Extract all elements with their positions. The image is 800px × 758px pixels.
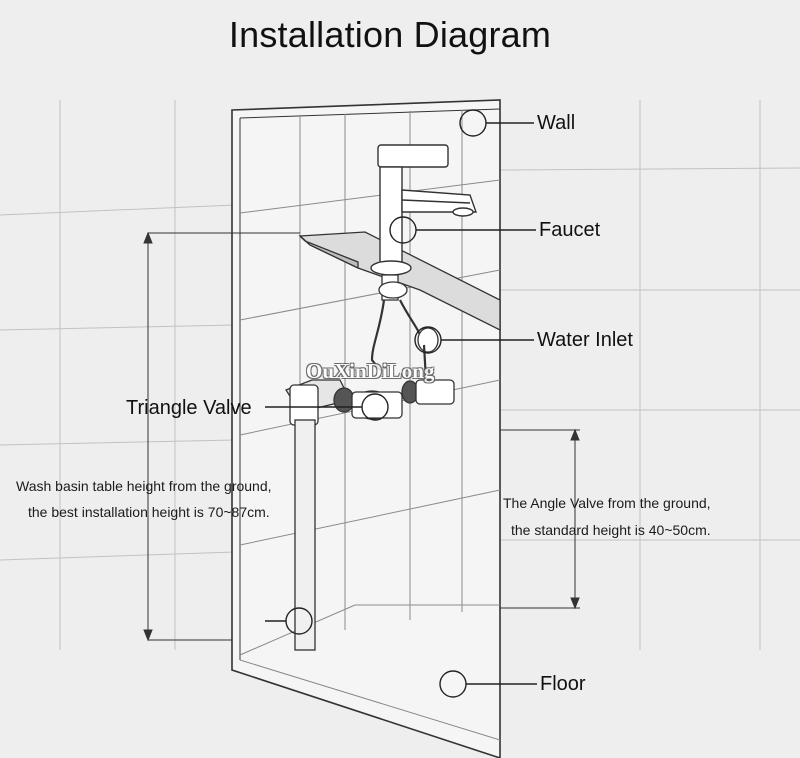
basin-height-note-line1: Wash basin table height from the ground, [16,478,272,494]
callout-markers [265,109,537,698]
faucet-drawing [370,144,477,276]
angle-valve-dimension [500,428,580,610]
background-tiles [0,100,800,650]
floor-label: Floor [540,673,586,695]
basin-height-dimension [143,231,300,642]
faucet-label: Faucet [539,219,601,241]
supply-pipes [285,274,455,651]
wall-label: Wall [537,112,576,134]
angle-valve-note-line1: The Angle Valve from the ground, [503,495,711,511]
triangle-valve-label: Triangle Valve [126,397,252,419]
basin-height-note-line2: the best installation height is 70~87cm. [28,504,270,520]
watermark: OuXinDiLong [306,359,435,383]
diagram-title: Installation Diagram [228,14,552,55]
angle-valve-note-line2: the standard height is 40~50cm. [511,522,711,538]
water-inlet-label: Water Inlet [537,329,633,351]
